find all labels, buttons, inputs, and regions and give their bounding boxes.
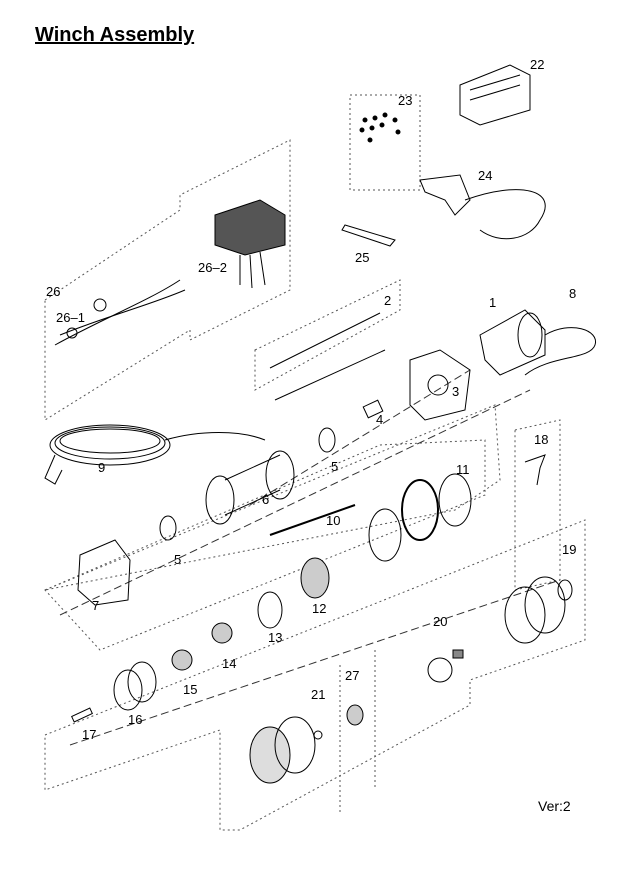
label-7: 7 [92, 598, 100, 613]
motor-1 [479, 309, 596, 376]
end-housing-21 [249, 716, 323, 784]
hand-strap-25 [341, 224, 396, 247]
label-16: 16 [128, 712, 143, 727]
end-plate-3 [409, 349, 471, 421]
page-title: Winch Assembly [35, 24, 195, 46]
label-14: 14 [222, 656, 237, 671]
label-22: 22 [530, 57, 545, 72]
planet-gear-15 [171, 649, 193, 671]
label-4: 4 [376, 412, 384, 427]
label-6: 6 [262, 492, 270, 507]
label-21: 21 [311, 687, 326, 702]
end-bearing-7 [77, 539, 131, 606]
bushing-5a [318, 427, 336, 453]
o-ring-13 [257, 591, 283, 629]
tie-rods-2 [269, 312, 386, 401]
label-26-2: 26–2 [198, 260, 227, 275]
roller-fairlead-22 [459, 64, 531, 126]
label-17: 17 [82, 727, 97, 742]
label-15: 15 [183, 682, 198, 697]
label-13: 13 [268, 630, 283, 645]
wiring-harness-26-1 [54, 279, 186, 346]
label-26: 26 [46, 284, 61, 299]
label-18: 18 [534, 432, 549, 447]
group-boundaries [44, 94, 586, 831]
label-20: 20 [433, 614, 448, 629]
label-23: 23 [398, 93, 413, 108]
bushing-5b [159, 515, 177, 541]
drive-shaft-10 [269, 504, 356, 536]
assembly-axes [59, 369, 561, 746]
control-box-26-2 [214, 199, 286, 289]
wire-rope-9 [44, 424, 266, 485]
label-19: 19 [562, 542, 577, 557]
carrier-12 [300, 557, 330, 599]
label-24: 24 [478, 168, 493, 183]
remote-control-24 [419, 174, 546, 240]
brake-housing-11 [368, 473, 472, 562]
planet-gear-14 [211, 622, 233, 644]
label-26-1: 26–1 [56, 310, 85, 325]
gear-housing-16 [113, 661, 157, 711]
label-10: 10 [326, 513, 341, 528]
coupler-4 [362, 399, 384, 419]
bearing-27 [346, 704, 364, 726]
drum-6 [205, 450, 295, 525]
label-27: 27 [345, 668, 360, 683]
label-25: 25 [355, 250, 370, 265]
hardware-kit-23 [359, 112, 401, 143]
label-5a: 5 [331, 459, 339, 474]
label-12: 12 [312, 601, 327, 616]
label-8: 8 [569, 286, 577, 301]
label-2: 2 [384, 293, 392, 308]
gearbox-end-19 [504, 576, 573, 644]
version-label: Ver:2 [538, 798, 571, 814]
clutch-handle-18 [524, 454, 546, 486]
label-3: 3 [452, 384, 460, 399]
label-9: 9 [98, 460, 106, 475]
sun-gear-17 [71, 707, 93, 723]
label-5b: 5 [174, 552, 182, 567]
label-1: 1 [489, 295, 497, 310]
label-11: 11 [456, 462, 470, 477]
brake-20 [427, 657, 453, 683]
